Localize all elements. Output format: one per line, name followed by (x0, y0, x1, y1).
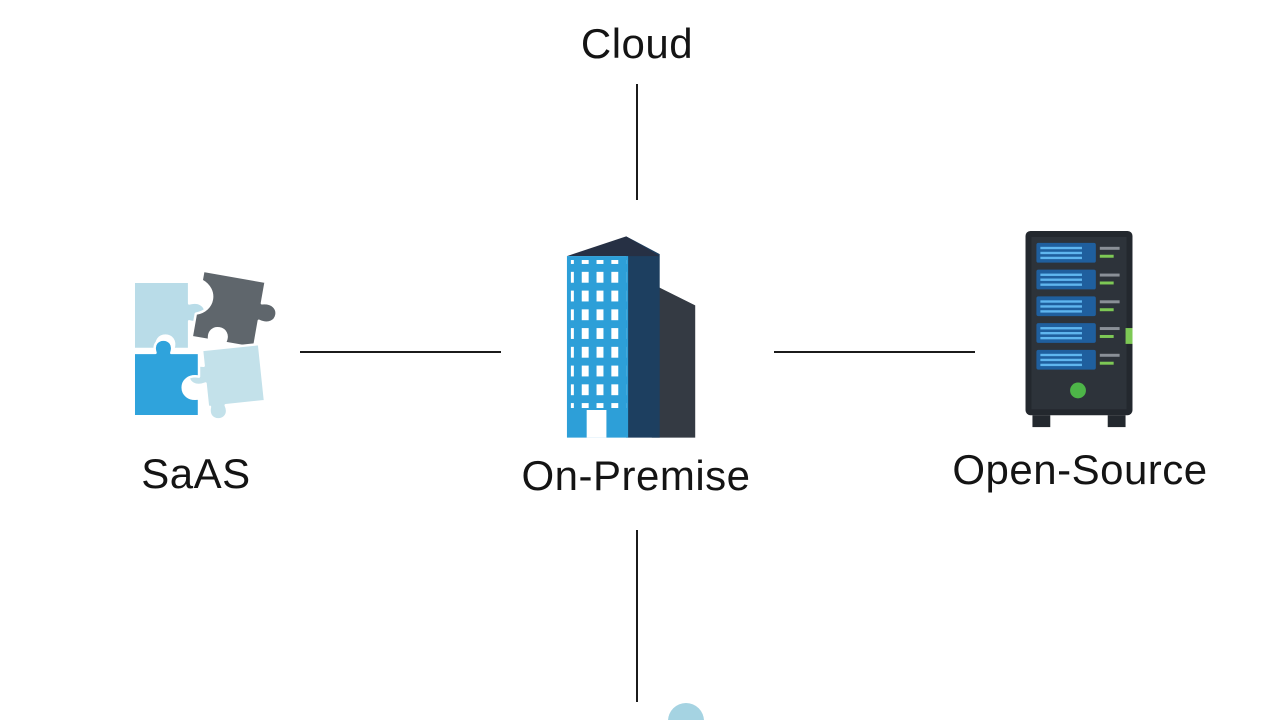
puzzle-icon (112, 258, 290, 436)
connector-onpremise-bottom (636, 530, 638, 702)
server-rack-icon (1021, 229, 1137, 437)
cloud-label: Cloud (580, 20, 694, 67)
on-premise-label: On-Premise (521, 452, 751, 499)
open-source-label: Open-Source (952, 446, 1208, 493)
building-icon (563, 230, 711, 440)
connector-saas-onpremise (300, 351, 501, 353)
offscreen-bottom-node-dot (668, 703, 704, 720)
saas-label: SaAS (141, 450, 251, 497)
connector-cloud-onpremise (636, 84, 638, 200)
connector-onpremise-opensource (774, 351, 975, 353)
